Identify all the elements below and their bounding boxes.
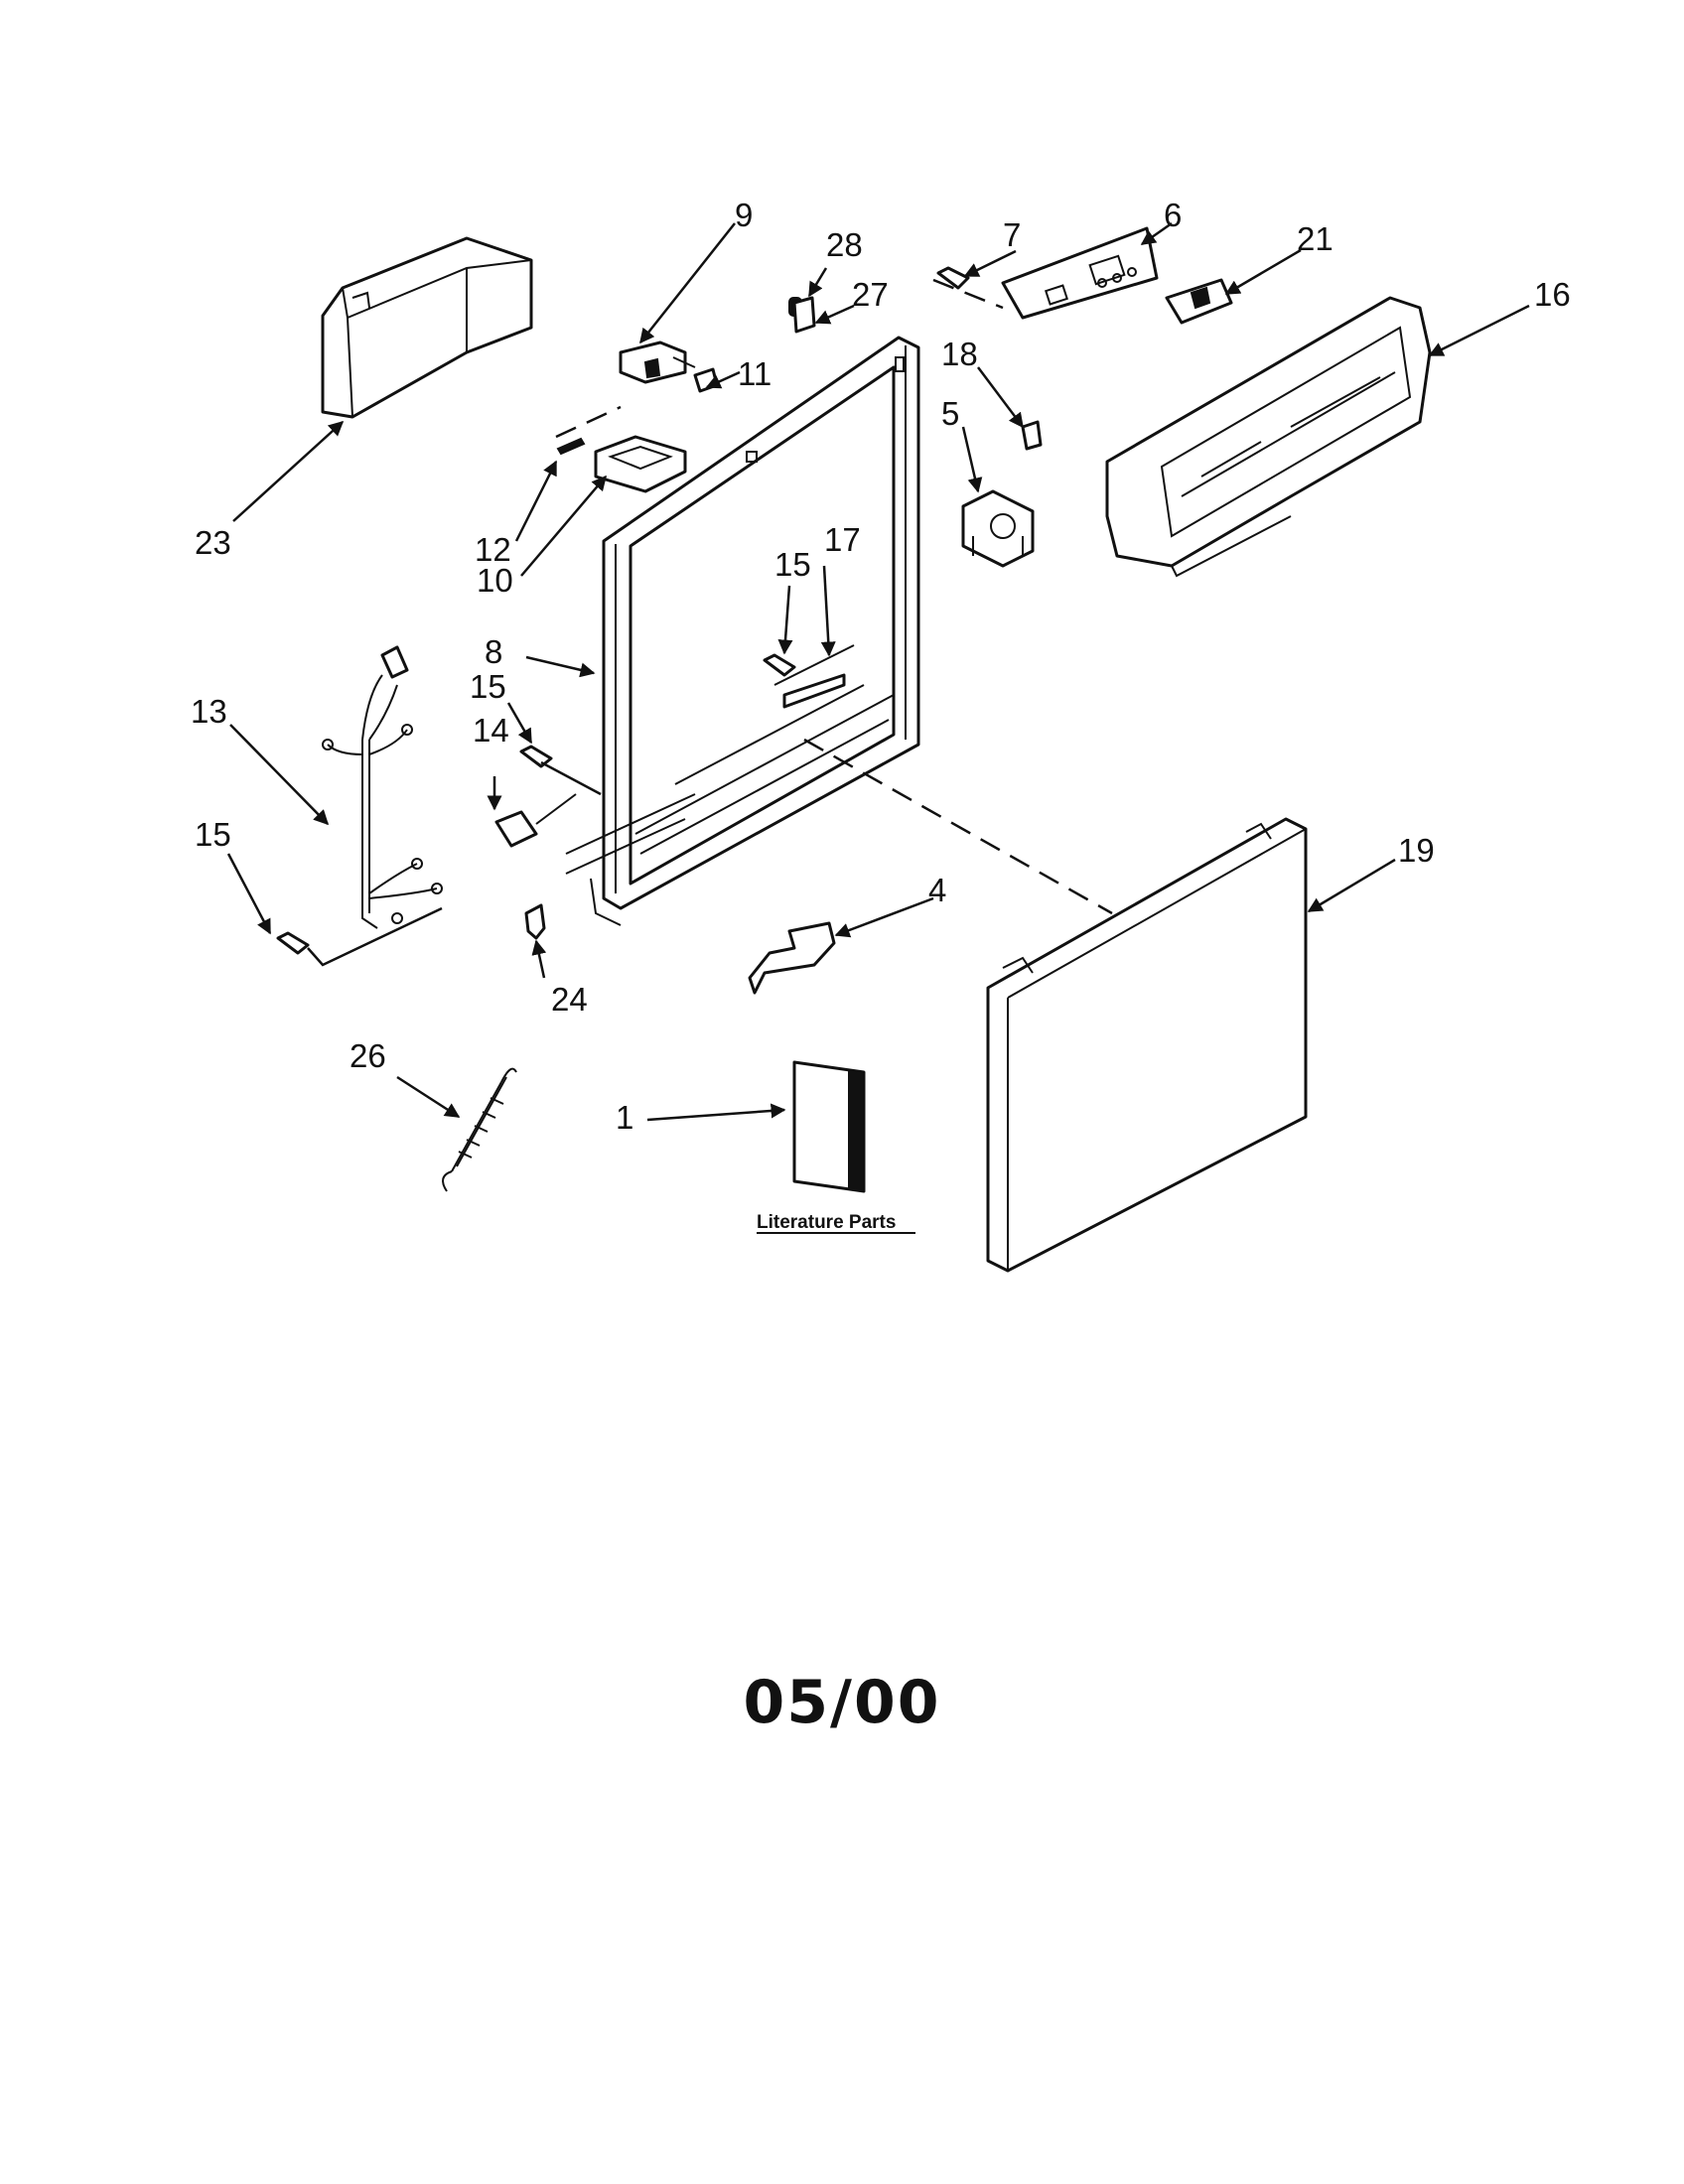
part-5-switch-drawing xyxy=(961,489,1035,568)
part-23-cover-drawing xyxy=(321,236,533,419)
literature-parts-label: Literature Parts xyxy=(757,1212,915,1234)
callout-1: 1 xyxy=(616,1099,633,1136)
callout-12: 12 xyxy=(475,531,511,568)
part-12-pin-drawing xyxy=(556,437,586,456)
part-26-spring-drawing xyxy=(442,1067,517,1192)
callout-5: 5 xyxy=(941,395,959,432)
part-7-screw-drawing xyxy=(936,266,970,290)
callout-26: 26 xyxy=(350,1037,386,1074)
callout-16: 16 xyxy=(1534,276,1571,313)
callout-8: 8 xyxy=(485,633,502,670)
callout-28: 28 xyxy=(826,226,863,263)
callout-27: 27 xyxy=(852,276,889,313)
callout-15-lower: 15 xyxy=(195,816,231,853)
callout-4: 4 xyxy=(928,872,946,908)
callout-13: 13 xyxy=(191,693,227,730)
part-16-console-drawing xyxy=(1105,296,1432,578)
part-1-literature-drawing xyxy=(792,1060,866,1193)
callout-19: 19 xyxy=(1398,832,1435,869)
part-9-latch-drawing xyxy=(619,341,696,384)
callout-23: 23 xyxy=(195,524,231,561)
part-13-harness-drawing xyxy=(322,645,443,929)
alignment-lines xyxy=(307,278,1113,967)
part-21-module-drawing xyxy=(1165,278,1233,325)
callout-labels: 23 9 11 12 10 28 27 7 6 21 16 18 5 17 15… xyxy=(191,197,1571,1136)
callout-15-middle: 15 xyxy=(470,668,506,705)
callout-24: 24 xyxy=(551,981,588,1018)
part-6-control-panel-drawing xyxy=(1001,226,1159,320)
part-8-door-frame-drawing xyxy=(565,336,920,926)
callout-15-upper: 15 xyxy=(774,546,811,583)
part-24-clip-drawing xyxy=(524,903,546,940)
callout-17: 17 xyxy=(824,521,861,558)
literature-parts-text: Literature Parts xyxy=(757,1212,896,1233)
callout-18: 18 xyxy=(941,336,978,372)
callout-7: 7 xyxy=(1003,216,1021,253)
part-10-latch-housing-drawing xyxy=(594,435,687,493)
callout-10: 10 xyxy=(477,562,513,599)
part-18-clip-drawing xyxy=(1021,420,1043,451)
part-19-door-panel-drawing xyxy=(986,817,1308,1273)
callout-14: 14 xyxy=(473,712,509,749)
callout-21: 21 xyxy=(1297,220,1333,257)
part-15-screws-drawing xyxy=(276,653,796,955)
part-4-bracket-drawing xyxy=(748,921,836,995)
callout-11: 11 xyxy=(738,355,772,392)
callout-9: 9 xyxy=(735,197,753,233)
part-14-connector-drawing xyxy=(494,793,577,848)
part-11-switch-drawing xyxy=(693,367,719,393)
part-17-strip-drawing xyxy=(782,673,846,709)
callout-6: 6 xyxy=(1164,197,1182,233)
date-code: 05/00 xyxy=(743,1668,941,1737)
callout-leaders xyxy=(226,221,1530,1122)
part-27-clip-drawing xyxy=(792,296,816,334)
